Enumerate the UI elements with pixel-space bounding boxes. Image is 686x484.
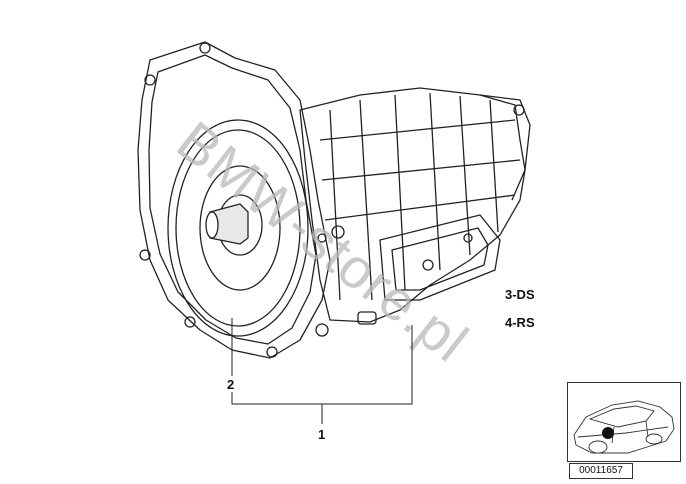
callout-2: 2	[227, 377, 235, 392]
vehicle-thumbnail	[567, 382, 681, 462]
bell-housing	[137, 41, 331, 359]
oil-pan	[379, 214, 501, 301]
variant-label-4rs: 4-RS	[505, 315, 535, 330]
car-thumbnail-icon	[573, 400, 675, 454]
tail-housing	[479, 94, 531, 201]
location-marker-icon	[602, 427, 614, 439]
variant-label-3ds: 3-DS	[505, 287, 535, 302]
callout-1: 1	[318, 427, 326, 442]
gearbox-case	[299, 87, 526, 323]
bracket-part-1	[231, 325, 413, 405]
torque-converter	[167, 119, 309, 337]
diagram-code: 00011657	[569, 463, 633, 479]
